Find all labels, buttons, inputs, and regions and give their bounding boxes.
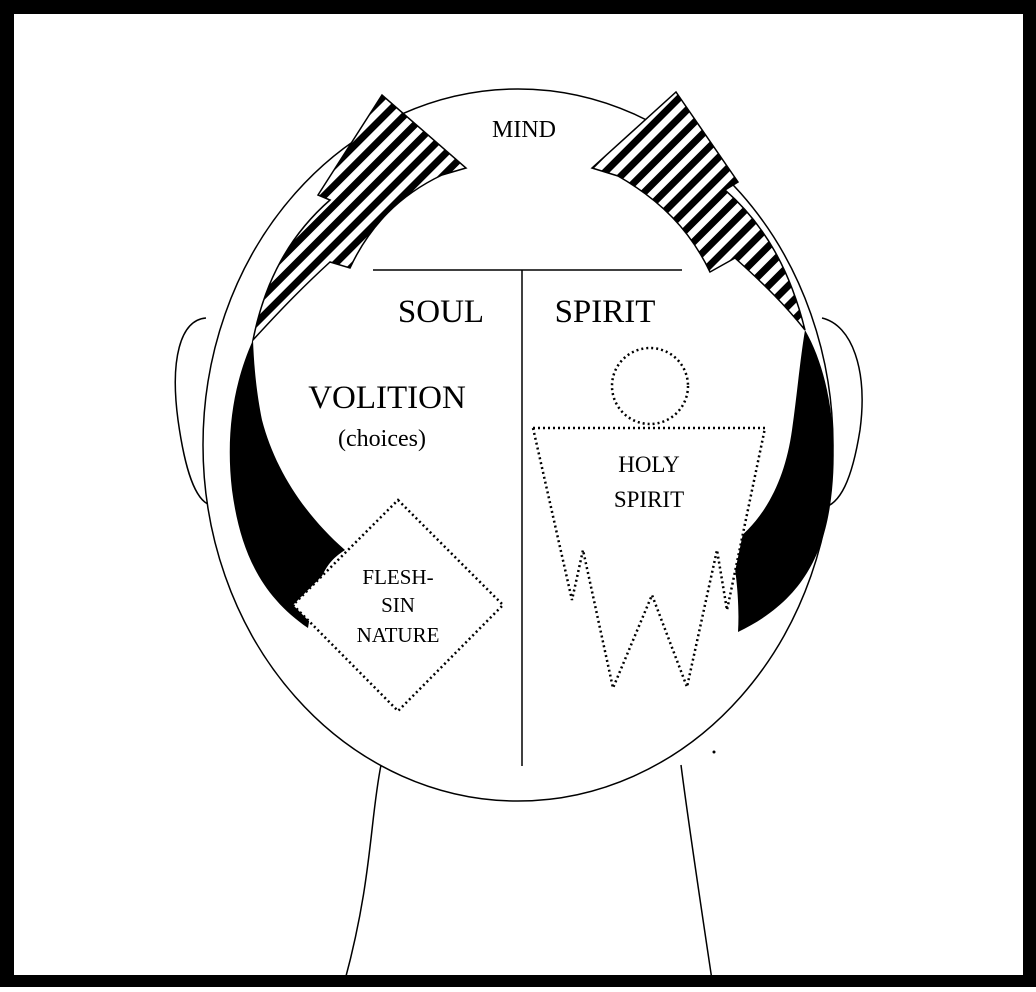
choices-label: (choices)	[338, 426, 426, 452]
volition-label: VOLITION	[308, 380, 466, 416]
stray-dot	[713, 751, 716, 754]
flesh-label-line3: NATURE	[357, 623, 440, 647]
spirit-label: SPIRIT	[555, 294, 656, 330]
holy-spirit-head	[612, 348, 688, 424]
holy-spirit-label-line1: HOLY	[618, 452, 680, 477]
mind-label: MIND	[492, 117, 556, 143]
holy-spirit-label-line2: SPIRIT	[614, 487, 684, 512]
flesh-label-line2: SIN	[381, 593, 415, 617]
soul-label: SOUL	[398, 294, 484, 330]
flesh-label-line1: FLESH-	[362, 565, 433, 589]
